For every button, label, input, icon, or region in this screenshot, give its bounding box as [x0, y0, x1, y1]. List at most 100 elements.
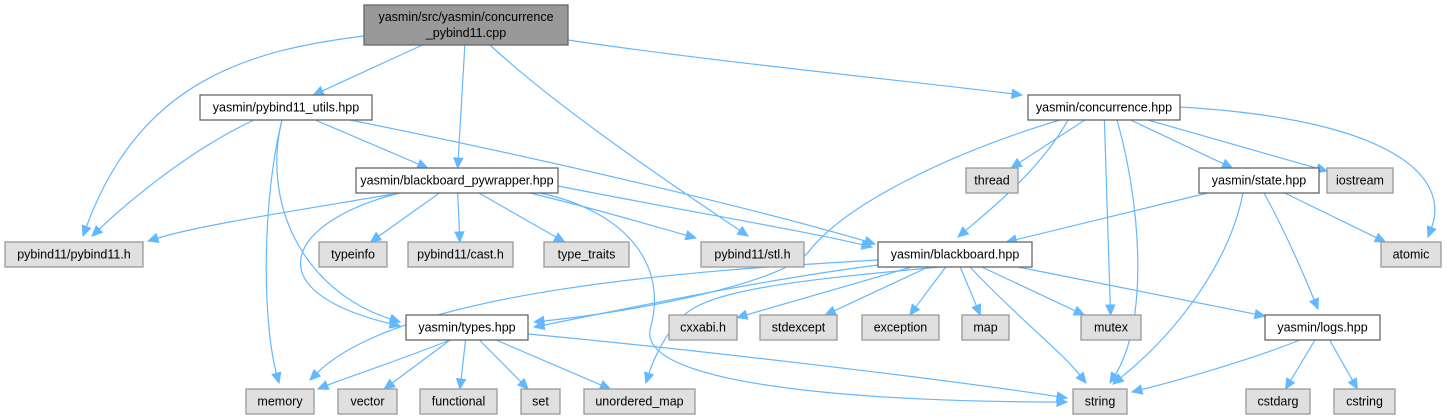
edge-line	[914, 266, 947, 309]
edge-line	[969, 266, 1081, 377]
arrowhead-icon	[81, 224, 92, 238]
node-box[interactable]	[405, 314, 529, 341]
arrowhead-icon	[91, 224, 104, 237]
node-box	[245, 388, 315, 415]
node-label: thread	[974, 174, 1009, 188]
node-box	[1326, 167, 1394, 194]
node-cast-h: pybind11/cast.h	[407, 241, 514, 268]
arrowhead-icon	[1284, 377, 1296, 391]
edge-line	[567, 39, 1014, 95]
edge-types-to-string	[527, 333, 1069, 402]
arrowhead-icon	[1075, 371, 1087, 384]
edge-line	[1284, 192, 1378, 239]
edge-blackboard_pywrapper-to-string	[539, 192, 1069, 408]
node-label: yasmin/logs.hpp	[1277, 321, 1367, 335]
node-label: map	[973, 321, 997, 335]
node-label: cstdarg	[1258, 395, 1299, 409]
edge-concurrence-to-mutex	[1103, 119, 1116, 317]
node-box[interactable]	[877, 241, 1033, 268]
arrowhead-icon	[516, 377, 529, 390]
edge-logs-to-cstring	[1329, 339, 1359, 391]
arrowhead-icon	[957, 226, 970, 238]
edge-blackboard_pywrapper-to-cast_h	[454, 192, 465, 244]
edge-blackboard-to-cxxabi	[735, 266, 913, 320]
edge-line	[1130, 119, 1225, 165]
edge-blackboard-to-mutex	[981, 266, 1086, 316]
edge-line	[349, 119, 867, 242]
arrowhead-icon	[309, 368, 322, 381]
edge-line	[1263, 192, 1316, 301]
edge-line	[321, 44, 423, 92]
node-box[interactable]	[363, 4, 569, 46]
edge-line	[1018, 119, 1086, 164]
arrowhead-icon	[860, 239, 874, 250]
arrowhead-icon	[1426, 225, 1437, 239]
node-label: string	[1085, 395, 1116, 409]
node-box	[4, 241, 144, 268]
node-box[interactable]	[1264, 314, 1381, 341]
edge-line	[1289, 339, 1316, 382]
edge-line	[648, 266, 941, 375]
node-label: pybind11/cast.h	[417, 248, 504, 262]
node-box	[1380, 241, 1442, 268]
node-label: stdexcept	[772, 321, 826, 335]
edge-pybind11_utils-to-blackboard_pywrapper	[315, 119, 429, 169]
edge-root-to-concurrence	[567, 39, 1024, 99]
edge-root-to-stl_h	[489, 44, 750, 237]
edge-blackboard-to-unordered_map	[644, 266, 941, 385]
arrowhead-icon	[271, 371, 282, 385]
node-box[interactable]	[355, 167, 559, 194]
node-concurrence[interactable]: yasmin/concurrence.hpp	[1027, 94, 1181, 121]
arrowhead-icon	[312, 85, 326, 96]
edge-line	[478, 339, 523, 384]
node-cstdarg: cstdarg	[1245, 388, 1311, 415]
arrowhead-icon	[1010, 157, 1023, 169]
node-logs[interactable]: yasmin/logs.hpp	[1264, 314, 1381, 341]
arrowhead-icon	[383, 378, 396, 390]
node-box[interactable]	[199, 94, 373, 121]
edge-blackboard-to-types	[532, 264, 879, 331]
node-blackboard-pywrapper[interactable]: yasmin/blackboard_pywrapper.hpp	[355, 167, 559, 194]
node-stdexcept: stdexcept	[759, 314, 838, 341]
arrowhead-icon	[1253, 308, 1267, 320]
edge-line	[833, 266, 929, 312]
node-label: unordered_map	[595, 395, 683, 409]
edge-concurrence-to-thread	[1010, 119, 1086, 169]
node-label: set	[532, 395, 549, 409]
edge-concurrence-to-state	[1130, 119, 1234, 169]
node-box	[337, 388, 398, 415]
node-root[interactable]: yasmin/src/yasmin/concurrence_pybind11.c…	[363, 4, 569, 46]
node-state[interactable]: yasmin/state.hpp	[1198, 167, 1320, 194]
edge-line	[456, 192, 461, 234]
node-box	[1072, 388, 1128, 415]
edge-logs-to-string	[1130, 339, 1301, 395]
arrowhead-icon	[824, 305, 838, 316]
node-label: yasmin/concurrence.hpp	[1036, 101, 1172, 115]
edge-blackboard-to-logs	[1017, 266, 1267, 320]
node-box	[318, 241, 388, 268]
node-types[interactable]: yasmin/types.hpp	[405, 314, 529, 341]
edge-line	[391, 339, 451, 385]
node-pybind11-utils[interactable]: yasmin/pybind11_utils.hpp	[199, 94, 373, 121]
node-label: yasmin/types.hpp	[418, 321, 515, 335]
node-unordered-map: unordered_map	[583, 388, 696, 415]
node-box	[583, 388, 696, 415]
edge-line	[1103, 119, 1111, 307]
node-label: cstring	[1346, 395, 1383, 409]
arrowhead-icon	[552, 232, 566, 243]
node-blackboard[interactable]: yasmin/blackboard.hpp	[877, 241, 1033, 268]
node-box	[759, 314, 838, 341]
node-iostream: iostream	[1326, 167, 1394, 194]
node-box	[965, 167, 1019, 194]
node-box	[419, 388, 498, 415]
arrowhead-icon	[736, 225, 750, 237]
arrowhead-icon	[455, 377, 467, 391]
node-mutex: mutex	[1080, 314, 1142, 341]
node-box[interactable]	[1198, 167, 1320, 194]
node-box[interactable]	[1027, 94, 1181, 121]
node-label: memory	[257, 395, 303, 409]
node-label: pybind11/stl.h	[714, 248, 790, 262]
edge-types-to-set	[478, 339, 529, 390]
edge-concurrence-to-string	[1109, 119, 1139, 385]
node-box	[1333, 388, 1396, 415]
